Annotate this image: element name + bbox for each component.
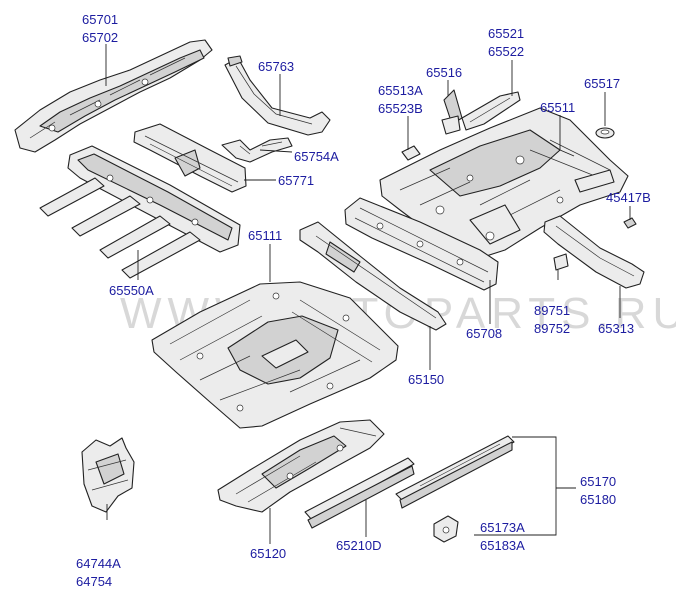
label-64744a[interactable]: 64744A: [76, 556, 121, 571]
label-65702[interactable]: 65702: [82, 30, 118, 45]
part-65173a-bracket[interactable]: [433, 515, 459, 543]
label-65754a[interactable]: 65754A: [294, 149, 339, 164]
label-65763[interactable]: 65763: [258, 59, 294, 74]
label-65511[interactable]: 65511: [540, 100, 575, 115]
label-65513a[interactable]: 65513A: [378, 83, 423, 98]
label-65180[interactable]: 65180: [580, 492, 616, 507]
part-64744a-bracket[interactable]: [81, 437, 135, 513]
label-65708[interactable]: 65708: [466, 326, 502, 341]
part-65754a-bracket[interactable]: [221, 137, 293, 163]
leader-lines: [105, 44, 631, 544]
part-65210d-sill-rail[interactable]: [304, 457, 415, 529]
label-65150[interactable]: 65150: [408, 372, 444, 387]
part-65771-crossmember[interactable]: [133, 123, 247, 193]
part-65511-rear-floor-panel[interactable]: [379, 107, 629, 259]
label-65111[interactable]: 65111: [248, 228, 282, 243]
part-65516-bracket[interactable]: [441, 89, 463, 135]
label-65701[interactable]: 65701: [82, 12, 118, 27]
label-89751[interactable]: 89751: [534, 303, 570, 318]
label-65173a[interactable]: 65173A: [480, 520, 525, 535]
part-65313-rear-side-member[interactable]: [543, 215, 645, 289]
label-65183a[interactable]: 65183A: [480, 538, 525, 553]
part-65150-center-member[interactable]: [299, 221, 447, 331]
label-65771[interactable]: 65771: [278, 173, 314, 188]
label-64754[interactable]: 64754: [76, 574, 112, 589]
part-65120-floor-panel[interactable]: [217, 419, 385, 513]
part-65513a-clip[interactable]: [401, 145, 421, 161]
part-65708-rear-crossmember[interactable]: [344, 197, 499, 291]
label-89752[interactable]: 89752: [534, 321, 570, 336]
part-65170-side-rail[interactable]: [395, 435, 515, 509]
label-65521[interactable]: 65521: [488, 26, 524, 41]
label-65517[interactable]: 65517: [584, 76, 620, 91]
part-labels: 65701 65702 65763 65516 65521 65522 6551…: [76, 12, 651, 589]
label-65210d[interactable]: 65210D: [336, 538, 382, 553]
label-65550a[interactable]: 65550A: [109, 283, 154, 298]
part-65521-member[interactable]: [461, 91, 521, 131]
part-65111-front-floor-panel[interactable]: [151, 281, 399, 429]
label-65120[interactable]: 65120: [250, 546, 286, 561]
label-65523b[interactable]: 65523B: [378, 101, 423, 116]
label-65313[interactable]: 65313: [598, 321, 634, 336]
label-65170[interactable]: 65170: [580, 474, 616, 489]
part-89751-bracket[interactable]: [553, 253, 569, 271]
part-65517-plug[interactable]: [595, 127, 615, 139]
part-65763-bracket[interactable]: [224, 55, 331, 136]
label-65522[interactable]: 65522: [488, 44, 524, 59]
label-45417b[interactable]: 45417B: [606, 190, 651, 205]
part-65550a-crossmember-rails[interactable]: [39, 145, 241, 279]
part-65701-front-side-member[interactable]: [14, 39, 213, 153]
label-65516[interactable]: 65516: [426, 65, 462, 80]
part-45417b-clip[interactable]: [623, 217, 637, 229]
